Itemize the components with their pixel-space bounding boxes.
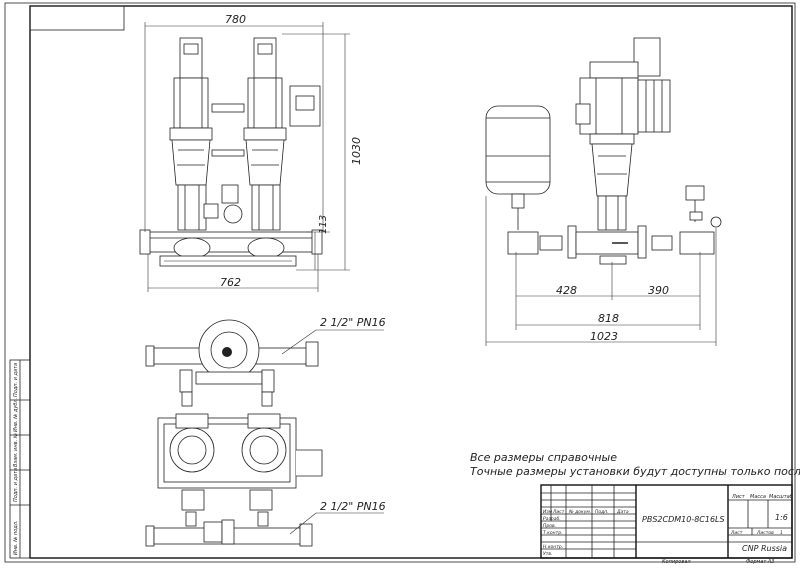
top-view: 2 1/2" PN16 2 1/2" PN16 — [145, 316, 386, 547]
bottom-format: Формат A3 — [746, 559, 774, 565]
callout-inlet-bottom: 2 1/2" PN16 — [320, 500, 386, 513]
dim-1023: 1023 — [590, 330, 618, 343]
side-strip-label-5: Подп. и дата — [13, 363, 19, 397]
dim-762: 762 — [220, 276, 241, 289]
side-strip-label-1: Инв. № подл. — [13, 521, 19, 556]
dim-818: 818 — [598, 312, 619, 325]
tb-col-date: Дата — [616, 509, 629, 515]
drawing-frame — [29, 5, 793, 559]
tb-col-izm: Изм — [543, 509, 553, 515]
tb-row-prov: Пров. — [543, 523, 556, 529]
outer-frame — [4, 2, 796, 563]
callout-inlet-top: 2 1/2" PN16 — [320, 316, 386, 329]
dim-428: 428 — [556, 284, 577, 297]
tb-col-sign: Подп. — [595, 509, 609, 515]
bottom-copied: Копировал — [662, 559, 691, 565]
tb-sheets-value: 1 — [780, 530, 783, 536]
top-stamp-box — [29, 5, 125, 31]
tb-company: CNP Russia — [742, 544, 787, 553]
tb-sheets-label: Листов — [756, 530, 774, 536]
title-block: Изм Лист № докум. Подп. Дата Разраб. Про… — [540, 484, 793, 559]
side-strip-label-2: Подп. и дата — [13, 468, 19, 502]
note-line-1: Все размеры справочные — [470, 451, 617, 464]
dim-780: 780 — [225, 13, 246, 26]
dim-390: 390 — [648, 284, 669, 297]
side-view: 428 390 818 1023 — [485, 37, 722, 346]
tb-scale-label: Масштаб — [769, 494, 793, 500]
tb-designation: PBS2CDM10-8C16LS — [642, 515, 725, 524]
tb-scale-value: 1:6 — [775, 513, 788, 522]
tb-row-utv: Утв. — [543, 551, 552, 557]
tb-col-doc: № докум. — [568, 509, 591, 515]
tb-sheet-label: Лист — [731, 494, 746, 500]
side-strip: Инв. № подл. Подп. и дата Взам. инв. № И… — [9, 359, 31, 559]
side-strip-label-4: Инв. № дубл. — [13, 398, 19, 432]
tb-row-nkontr: Н.контр. — [543, 544, 563, 550]
tb-row-razrab: Разраб. — [543, 516, 561, 522]
note-line-2: Точные размеры установки будут доступны … — [470, 465, 800, 478]
side-strip-label-3: Взам. инв. № — [13, 433, 19, 467]
dim-1030: 1030 — [350, 137, 363, 165]
tb-col-list: Лист — [552, 509, 565, 515]
tb-mass-label: Масса — [750, 494, 766, 500]
front-view: 780 762 1030 113 — [139, 13, 363, 292]
dim-113: 113 — [318, 215, 329, 234]
tb-sheet-of-label: Лист — [730, 530, 743, 536]
tb-row-tkontr: Т.контр. — [543, 530, 563, 536]
